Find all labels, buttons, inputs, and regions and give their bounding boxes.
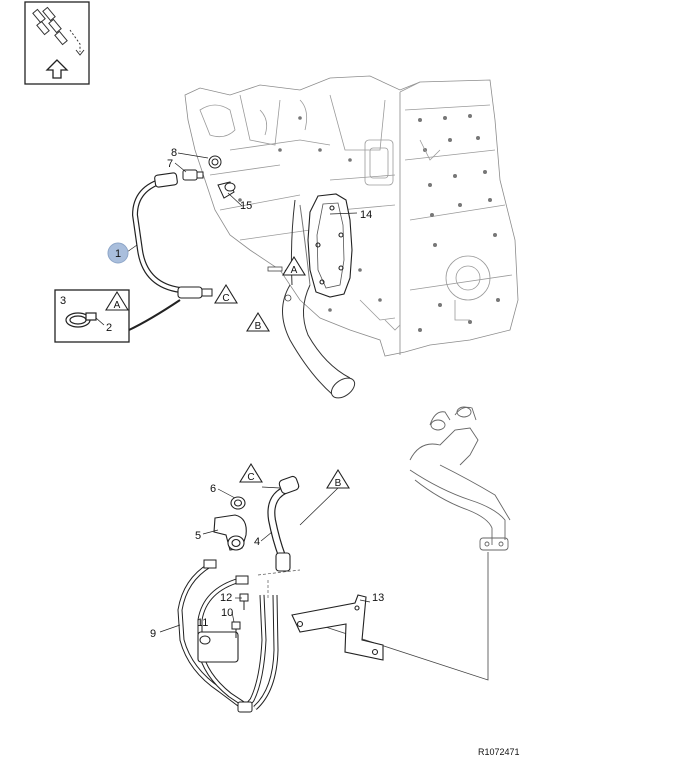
elbow-5 bbox=[213, 514, 247, 551]
label-1: 1 bbox=[115, 248, 121, 260]
label-11: 11 bbox=[197, 617, 208, 629]
label-10: 10 bbox=[221, 607, 233, 619]
reference-number: R1072471 bbox=[478, 747, 520, 757]
gasket-14 bbox=[307, 193, 353, 298]
svg-text:C: C bbox=[222, 293, 229, 304]
label-2: 2 bbox=[106, 322, 112, 334]
marker-c-lower: C bbox=[239, 462, 263, 483]
bolt-12 bbox=[239, 593, 249, 610]
leaders bbox=[126, 152, 371, 633]
highlight-marker bbox=[107, 242, 129, 264]
label-7: 7 bbox=[167, 158, 173, 170]
guide-lines bbox=[257, 569, 301, 598]
marker-c-upper: C bbox=[214, 283, 238, 304]
nut-11 bbox=[199, 635, 211, 645]
engine-block bbox=[184, 75, 519, 357]
marker-a-inset: A bbox=[105, 290, 129, 311]
label-13: 13 bbox=[372, 592, 384, 604]
orientation-icon bbox=[24, 1, 90, 85]
marker-a-upper: A bbox=[282, 255, 306, 276]
up-arrow-icon bbox=[45, 59, 69, 79]
label-3: 3 bbox=[60, 295, 66, 307]
label-9: 9 bbox=[150, 628, 156, 640]
svg-text:A: A bbox=[114, 300, 121, 311]
outlet-pipe bbox=[282, 199, 356, 399]
bolt-10 bbox=[231, 621, 241, 638]
label-4: 4 bbox=[254, 536, 260, 548]
hose-1 bbox=[131, 172, 213, 299]
label-12: 12 bbox=[220, 592, 232, 604]
hose-4 bbox=[267, 475, 300, 572]
part-labels: 1 2 3 4 5 6 7 8 9 10 11 12 13 14 15 bbox=[60, 147, 384, 640]
bracket-13 bbox=[291, 594, 384, 661]
fitting-7 bbox=[182, 169, 204, 181]
marker-b-upper: B bbox=[246, 311, 270, 332]
seal-8 bbox=[208, 155, 222, 169]
pipe-assembly-view bbox=[409, 406, 511, 551]
label-14: 14 bbox=[360, 209, 372, 221]
label-15: 15 bbox=[240, 200, 252, 212]
hose-clamp-3 bbox=[65, 312, 97, 328]
label-8: 8 bbox=[171, 147, 177, 159]
marker-b-lower: B bbox=[326, 468, 350, 489]
svg-text:A: A bbox=[291, 265, 298, 276]
tube-assembly-9 bbox=[177, 559, 279, 713]
cap-6 bbox=[230, 496, 246, 510]
label-6: 6 bbox=[210, 483, 216, 495]
svg-text:B: B bbox=[335, 478, 342, 489]
label-5: 5 bbox=[195, 530, 201, 542]
svg-text:C: C bbox=[247, 472, 254, 483]
svg-text:B: B bbox=[255, 321, 262, 332]
plug-15 bbox=[217, 181, 236, 199]
connection-markers: A C B A C B bbox=[105, 255, 350, 489]
